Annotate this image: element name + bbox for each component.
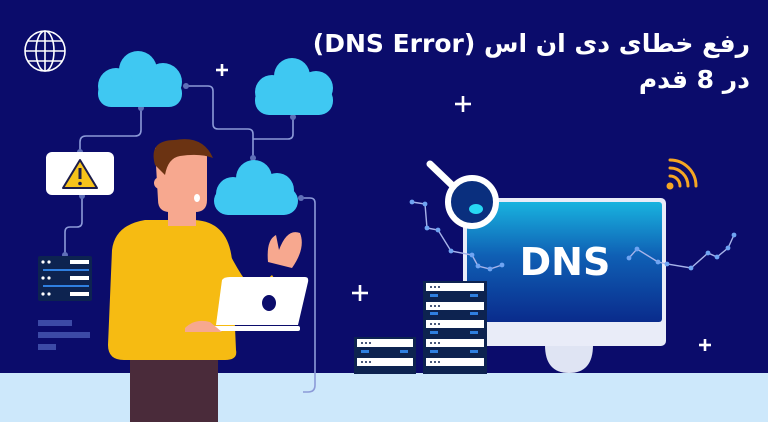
cloud-icon xyxy=(214,160,298,215)
network-lines xyxy=(64,85,316,393)
plus-icon xyxy=(216,64,711,351)
monitor-label: DNS xyxy=(520,240,611,284)
magnifier-icon xyxy=(426,160,499,229)
warning-icon xyxy=(46,152,114,195)
server-rack-icon xyxy=(354,281,487,374)
title-line-1: رفع خطای دی ان اس (DNS Error) xyxy=(312,29,750,58)
wifi-icon xyxy=(666,158,698,190)
globe-icon xyxy=(24,30,66,72)
title-line-2: در 8 قدم xyxy=(638,65,750,94)
cloud-icon xyxy=(255,58,333,115)
server-rack-icon xyxy=(38,256,92,301)
cloud-icon xyxy=(98,51,182,107)
laptop-icon xyxy=(185,277,309,332)
page-title: رفع خطای دی ان اس (DNS Error) در 8 قدم xyxy=(310,26,750,98)
floor xyxy=(0,373,768,422)
monitor-icon xyxy=(463,198,666,373)
